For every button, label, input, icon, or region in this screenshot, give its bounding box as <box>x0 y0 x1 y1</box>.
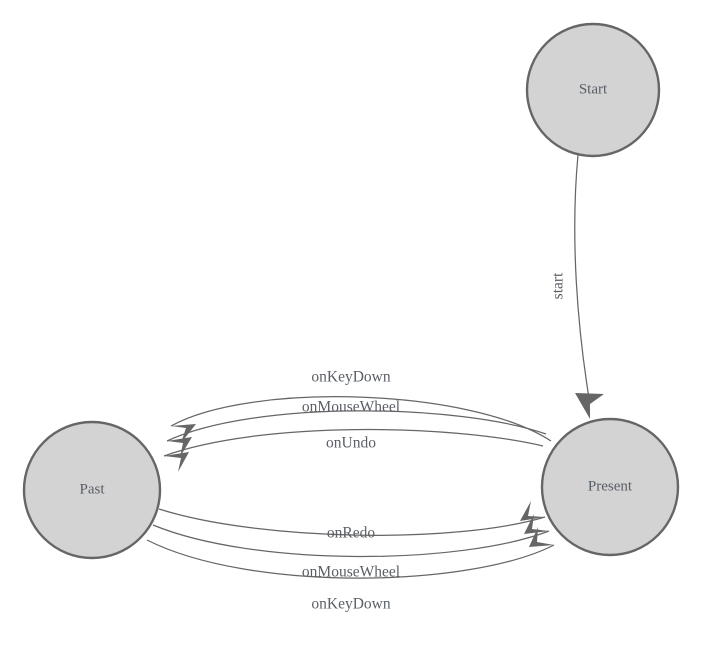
arrow-head-icon <box>167 437 192 457</box>
edge-past-to-present-onmousewheel[interactable] <box>152 514 550 558</box>
node-past[interactable]: Past <box>22 420 162 560</box>
arrow-head-icon <box>575 393 604 419</box>
arrow-head-icon <box>164 452 189 472</box>
edge-path <box>574 154 590 399</box>
edge-path <box>158 508 546 536</box>
node-present-circle <box>540 417 680 557</box>
arrow-head-icon <box>171 424 196 443</box>
node-present-label: Present <box>588 478 633 494</box>
edge-present-to-past-onundo[interactable] <box>163 428 544 472</box>
edge-group-past-to-present <box>146 501 555 579</box>
edge-path <box>152 524 550 558</box>
edge-label-onmousewheel-bottom: onMouseWheel <box>302 564 400 581</box>
arrow-head-icon <box>524 514 549 534</box>
node-start[interactable]: Start <box>525 22 661 158</box>
edge-path <box>163 428 544 457</box>
node-present[interactable]: Present <box>540 417 680 557</box>
edge-path <box>146 539 555 579</box>
edge-present-to-past-onkeydown[interactable] <box>170 396 552 443</box>
node-past-circle <box>22 420 162 560</box>
edge-label-onmousewheel-top: onMouseWheel <box>302 399 400 416</box>
edge-past-to-present-onkeydown[interactable] <box>146 527 555 579</box>
edge-path <box>170 396 552 442</box>
edge-label-onkeydown-bottom: onKeyDown <box>311 596 390 613</box>
edge-past-to-present-onredo[interactable] <box>158 501 546 536</box>
edge-label-start: start <box>550 272 567 299</box>
node-start-label: Start <box>579 81 608 97</box>
edge-present-to-past-onmousewheel[interactable] <box>166 410 547 457</box>
arrow-head-icon <box>529 527 554 547</box>
edge-label-onkeydown-top: onKeyDown <box>311 369 390 386</box>
edge-group-present-to-past <box>163 396 552 472</box>
node-past-label: Past <box>79 481 105 497</box>
edge-label-onredo: onRedo <box>327 525 375 542</box>
node-start-circle <box>525 22 661 158</box>
arrow-head-icon <box>520 501 545 521</box>
edge-path <box>166 410 547 442</box>
edge-label-onundo: onUndo <box>326 435 376 452</box>
edge-start-to-present[interactable] <box>574 154 604 419</box>
